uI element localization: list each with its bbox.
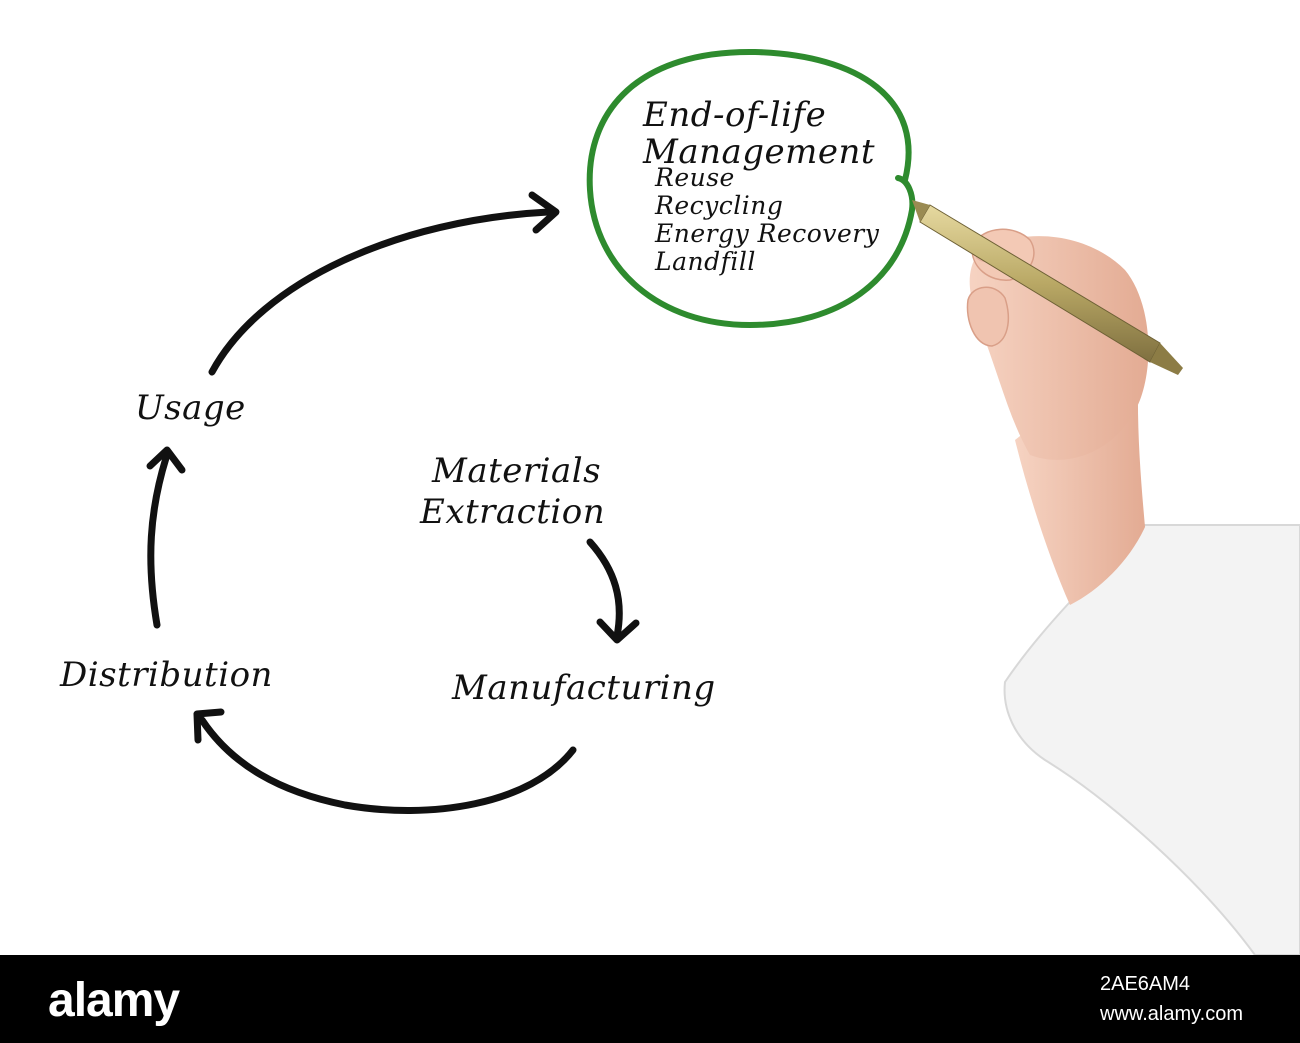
node-usage: Usage <box>135 388 246 428</box>
eol-title-line1: End-of-life <box>643 95 827 135</box>
site-url: www.alamy.com <box>1100 1003 1243 1025</box>
arrow-head-eol <box>528 191 560 234</box>
highlight-circle <box>586 48 916 329</box>
arrow-head-manufacturing <box>596 618 640 644</box>
arrow-materials-to-manufacturing <box>586 538 623 640</box>
eol-item-energy-recovery: Energy Recovery <box>655 219 880 248</box>
pen-tip <box>912 200 930 222</box>
hand-with-pen <box>912 200 1300 955</box>
pen-clip <box>1150 343 1183 375</box>
image-id: 2AE6AM4 <box>1100 973 1191 995</box>
sleeve <box>1003 524 1300 955</box>
node-manufacturing: Manufacturing <box>452 668 716 708</box>
finger <box>966 286 1009 347</box>
node-materials-line1: Materials <box>432 451 602 491</box>
node-materials-line2: Extraction <box>420 492 606 532</box>
eol-item-landfill: Landfill <box>655 247 756 276</box>
watermark-footer: alamy 2AE6AM4 www.alamy.com <box>0 955 1300 1043</box>
palm <box>969 236 1149 460</box>
arrow-manufacturing-to-distribution <box>198 716 577 814</box>
diagram-area: End-of-life Management Reuse Recycling E… <box>60 48 1300 955</box>
arrow-usage-to-eol <box>208 208 552 376</box>
eol-title-line2: Management <box>643 132 876 172</box>
eol-item-recycling: Recycling <box>655 191 784 220</box>
arrow-head-usage <box>146 446 186 474</box>
lifecycle-diagram <box>146 48 1300 955</box>
eol-item-reuse: Reuse <box>655 163 735 192</box>
arrow-head-distribution <box>193 708 225 744</box>
node-distribution: Distribution <box>60 655 273 695</box>
arrow-distribution-to-usage <box>147 454 170 629</box>
brand-logo: alamy <box>48 974 180 1027</box>
